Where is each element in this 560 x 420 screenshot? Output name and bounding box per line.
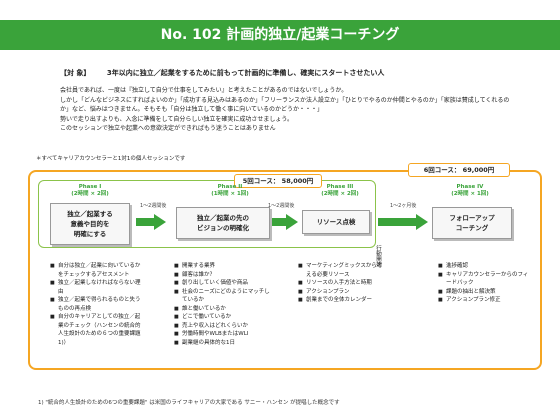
intro-line: 会社員であれば、一度は『独立して自分で仕事をしてみたい』と考えたことがあるのでは… xyxy=(60,87,348,94)
list-item: 創り出していく価値や商品 xyxy=(174,279,270,288)
five-course-badge: 5回コース： 58,000円 xyxy=(234,174,322,188)
list-item: 自分は独立／起業に向いているかをチェックするアセスメント xyxy=(50,262,142,279)
phase-1-sub: (2時間 × 2回) xyxy=(71,191,109,197)
page-title: No. 102 計画的独立/起業コーチング xyxy=(0,20,560,50)
list-item: 顧客は誰か？ xyxy=(174,271,270,280)
list-item: アクションプラン修正 xyxy=(438,296,530,305)
five-course-frame xyxy=(38,180,376,248)
phase-3-sub: (2時間 × 2回) xyxy=(321,191,359,197)
list-item: キャリアカウンセラーからのフィードバック xyxy=(438,271,530,288)
list-item: どこで働いているか xyxy=(174,313,270,322)
list-item: マーケティングミックスから考える必要リソース xyxy=(298,262,384,279)
intro-line: 勢いで走り出すよりも、入念に準備をして自分らしい独立を確実に成功させましょう。 xyxy=(60,115,293,123)
list-item: 誰と働いているか xyxy=(174,305,270,314)
phase-4-box: フォローアップ コーチング xyxy=(432,207,512,239)
session-note: ＊すべてキャリアカウンセラーと1対1の個人セッションです xyxy=(36,156,186,162)
arrow-right-icon xyxy=(272,214,298,230)
phase-3-heading: Phase III (2時間 × 2回) xyxy=(310,184,370,198)
six-course-badge: 6回コース： 69,000円 xyxy=(408,163,510,177)
target-label: 【対 象】 xyxy=(60,69,91,77)
intro-line: しかし「どんなビジネスにすればよいのか」「成功する見込みはあるのか」「フリーラン… xyxy=(60,96,510,114)
intro-text: 会社員であれば、一度は『独立して自分で仕事をしてみたい』と考えたことがあるのでは… xyxy=(60,86,510,134)
interval-3: 1～2ヶ月後 xyxy=(390,203,417,209)
list-item: リソースの入手方法と時期 xyxy=(298,279,384,288)
phase-3-list: マーケティングミックスから考える必要リソース リソースの入手方法と時期 アクショ… xyxy=(298,262,384,305)
list-item: アクションプラン xyxy=(298,288,384,297)
phase-4-list: 進捗確認 キャリアカウンセラーからのフィードバック 課題の抽出と解決策 アクショ… xyxy=(438,262,530,305)
arrow-right-icon xyxy=(378,214,428,230)
phase-1-list: 自分は独立／起業に向いているかをチェックするアセスメント 独立／起業しなければな… xyxy=(50,262,142,347)
phase-2-sub: (1時間 × 1回) xyxy=(211,191,249,197)
footnote: 1) "統合的人生設計のための6つの重要課題" は米国のライフキャリアの大家であ… xyxy=(38,400,340,406)
target-text: 3年以内に独立／起業をするために前もって計画的に準備し、確実にスタートさせたい人 xyxy=(106,69,385,77)
action-start-label: 行動開始 xyxy=(375,245,381,267)
phase-4-sub: (2時間 × 1回) xyxy=(451,191,489,197)
target-line: 【対 象】 3年以内に独立／起業をするために前もって計画的に準備し、確実にスター… xyxy=(60,68,384,78)
list-item: 独立／起業で得られるものと失うものの再点検 xyxy=(50,296,142,313)
list-item: 開業する業界 xyxy=(174,262,270,271)
list-item: 独立／起業しなければならない理由 xyxy=(50,279,142,296)
phase-2-list: 開業する業界 顧客は誰か？ 創り出していく価値や商品 社会のニーズにどのようにマ… xyxy=(174,262,270,347)
list-item: 進捗確認 xyxy=(438,262,530,271)
list-item: 自分のキャリアとしての独立／起業のチェック（ハンセンの統合的人生設計のための６つ… xyxy=(50,313,142,347)
list-item: 社会のニーズにどのようにマッチしているか xyxy=(174,288,270,305)
list-item: 創業までの全体カレンダー xyxy=(298,296,384,305)
phase-4-heading: Phase IV (2時間 × 1回) xyxy=(440,184,500,198)
six-course-frame xyxy=(28,170,542,370)
phase-1-box: 独立／起業する 意義や目的を 明確にする xyxy=(50,203,130,245)
intro-line: このセッションで独立や起業への意欲決定ができればもう迷うことはありません xyxy=(60,125,276,132)
phase-1-heading: Phase I (2時間 × 2回) xyxy=(60,184,120,198)
phase-2-name: Phase II xyxy=(217,184,243,190)
list-item: 売上や収入はどれくらいか xyxy=(174,322,270,331)
interval-1: 1～2週間後 xyxy=(140,203,167,209)
phase-2-heading: Phase II (1時間 × 1回) xyxy=(190,184,270,198)
list-item: 労働時間やWLBまたはWLI xyxy=(174,330,270,339)
phase-2-box: 独立／起業の先の ビジョンの明確化 xyxy=(176,207,270,239)
interval-2: 1～2週間後 xyxy=(268,203,295,209)
phase-3-box: リソース点検 xyxy=(302,210,370,234)
phase-4-name: Phase IV xyxy=(456,184,484,190)
list-item: 課題の抽出と解決策 xyxy=(438,288,530,297)
list-item: 副業継の具体的な1日 xyxy=(174,339,270,348)
arrow-right-icon xyxy=(136,214,166,230)
phase-1-name: Phase I xyxy=(78,184,102,190)
phase-3-name: Phase III xyxy=(326,184,354,190)
